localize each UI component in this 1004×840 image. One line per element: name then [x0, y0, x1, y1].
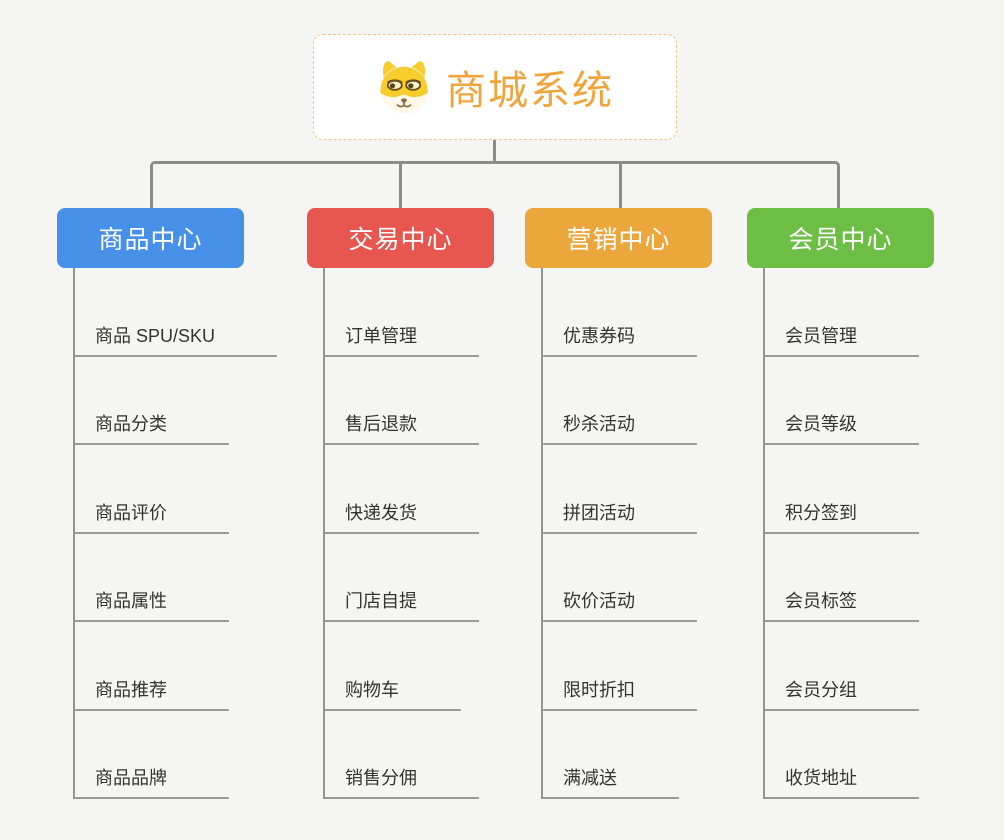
branch-header[interactable]: 会员中心	[747, 208, 934, 268]
root-node[interactable]: 商城系统	[313, 34, 677, 140]
branch-member-center: 会员中心 会员管理 会员等级 积分签到 会员标签 会员分组 收货地址	[747, 208, 967, 799]
dog-avatar-icon	[376, 59, 432, 115]
branch-marketing-center: 营销中心 优惠券码 秒杀活动 拼团活动 砍价活动 限时折扣 满减送	[525, 208, 745, 799]
branch-header[interactable]: 商品中心	[57, 208, 244, 268]
mindmap-node[interactable]: 会员管理	[763, 268, 919, 357]
mindmap-node[interactable]: 商品评价	[73, 445, 229, 534]
mindmap-node[interactable]: 会员标签	[763, 534, 919, 622]
mindmap-node[interactable]: 限时折扣	[541, 622, 697, 711]
mindmap-node[interactable]: 销售分佣	[323, 711, 479, 799]
mindmap-node[interactable]: 商品 SPU/SKU	[73, 268, 278, 357]
branch-trade-center: 交易中心 订单管理 售后退款 快递发货 门店自提 购物车 销售分佣	[307, 208, 527, 799]
branch-header[interactable]: 交易中心	[307, 208, 494, 268]
connector-root-stem	[493, 140, 496, 162]
mindmap-node[interactable]: 商品属性	[73, 534, 229, 622]
mindmap-node[interactable]: 商品品牌	[73, 711, 229, 799]
connector-stub-3	[619, 163, 622, 208]
connector-corner-left	[150, 161, 174, 208]
mindmap-node[interactable]: 积分签到	[763, 445, 919, 534]
mindmap-node[interactable]: 快递发货	[323, 445, 479, 534]
mindmap-node[interactable]: 售后退款	[323, 357, 479, 445]
mindmap-node[interactable]: 商品推荐	[73, 622, 229, 711]
branch-children: 订单管理 售后退款 快递发货 门店自提 购物车 销售分佣	[323, 268, 527, 799]
root-title: 商城系统	[446, 69, 614, 113]
mindmap-node[interactable]: 收货地址	[763, 711, 919, 799]
connector-stub-2	[399, 163, 402, 208]
mindmap-node[interactable]: 会员等级	[763, 357, 919, 445]
mindmap-node[interactable]: 会员分组	[763, 622, 919, 711]
connector-bus	[170, 161, 834, 164]
branch-product-center: 商品中心 商品 SPU/SKU 商品分类 商品评价 商品属性 商品推荐 商品品牌	[57, 208, 278, 799]
branch-children: 商品 SPU/SKU 商品分类 商品评价 商品属性 商品推荐 商品品牌	[73, 268, 278, 799]
branch-children: 优惠券码 秒杀活动 拼团活动 砍价活动 限时折扣 满减送	[541, 268, 745, 799]
branch-header[interactable]: 营销中心	[525, 208, 712, 268]
mindmap-node[interactable]: 购物车	[323, 622, 461, 711]
mindmap-node[interactable]: 优惠券码	[541, 268, 697, 357]
branch-children: 会员管理 会员等级 积分签到 会员标签 会员分组 收货地址	[763, 268, 967, 799]
connector-corner-right	[816, 161, 840, 208]
mindmap-node[interactable]: 商品分类	[73, 357, 229, 445]
mindmap-node[interactable]: 拼团活动	[541, 445, 697, 534]
mindmap-node[interactable]: 砍价活动	[541, 534, 697, 622]
mindmap-node[interactable]: 订单管理	[323, 268, 479, 357]
mindmap-node[interactable]: 秒杀活动	[541, 357, 697, 445]
mindmap-node[interactable]: 门店自提	[323, 534, 479, 622]
mindmap-node[interactable]: 满减送	[541, 711, 679, 799]
